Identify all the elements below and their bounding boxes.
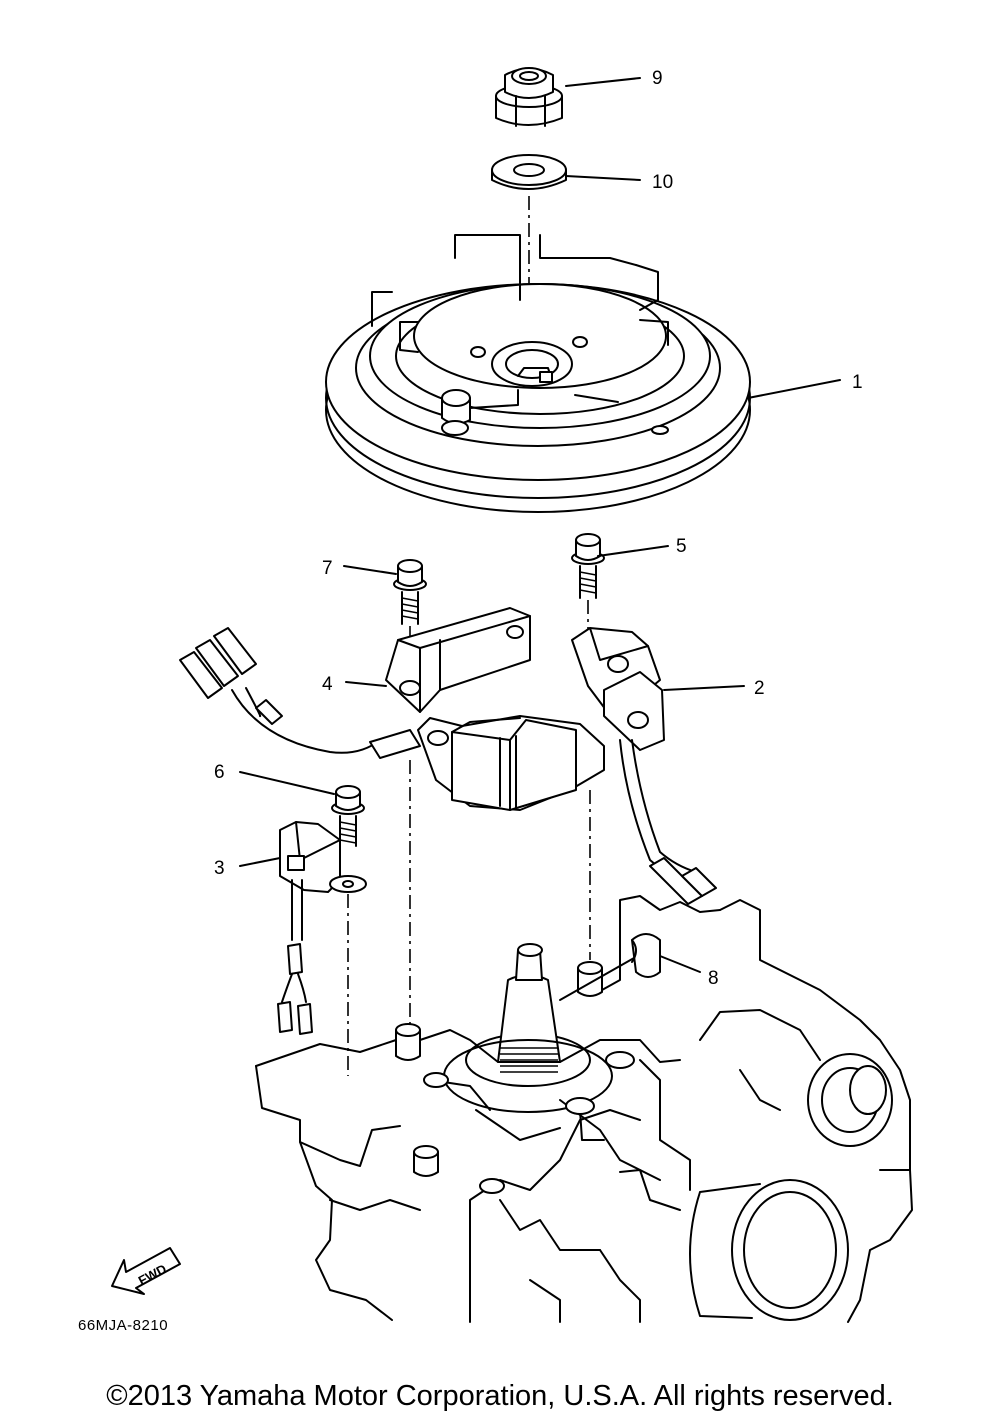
callout-6: 6 xyxy=(214,762,225,783)
part-bolt-7 xyxy=(393,559,427,625)
callout-7: 7 xyxy=(322,558,333,579)
part-washer xyxy=(491,154,567,190)
callout-2: 2 xyxy=(754,678,765,699)
engine-block xyxy=(255,895,913,1323)
part-pulser-coil xyxy=(571,627,717,905)
part-key xyxy=(631,933,661,978)
part-flywheel xyxy=(325,234,751,513)
callout-10: 10 xyxy=(652,172,673,193)
callout-9: 9 xyxy=(652,68,663,89)
part-sensor xyxy=(277,821,367,1035)
callout-4: 4 xyxy=(322,674,333,695)
part-bolt-5 xyxy=(571,533,605,599)
callout-8: 8 xyxy=(708,968,719,989)
part-nut xyxy=(495,67,563,127)
fwd-arrow-icon: FWD xyxy=(111,1247,181,1295)
part-bolt-6 xyxy=(331,785,365,847)
drawing-code: 66MJA-8210 xyxy=(78,1317,168,1334)
part-pulser-body xyxy=(417,715,605,811)
leader-lines xyxy=(239,77,841,1001)
part-charge-coil xyxy=(179,607,531,759)
callout-3: 3 xyxy=(214,858,225,879)
copyright-notice: ©2013 Yamaha Motor Corporation, U.S.A. A… xyxy=(106,1380,894,1412)
callout-1: 1 xyxy=(852,372,863,393)
callout-5: 5 xyxy=(676,536,687,557)
